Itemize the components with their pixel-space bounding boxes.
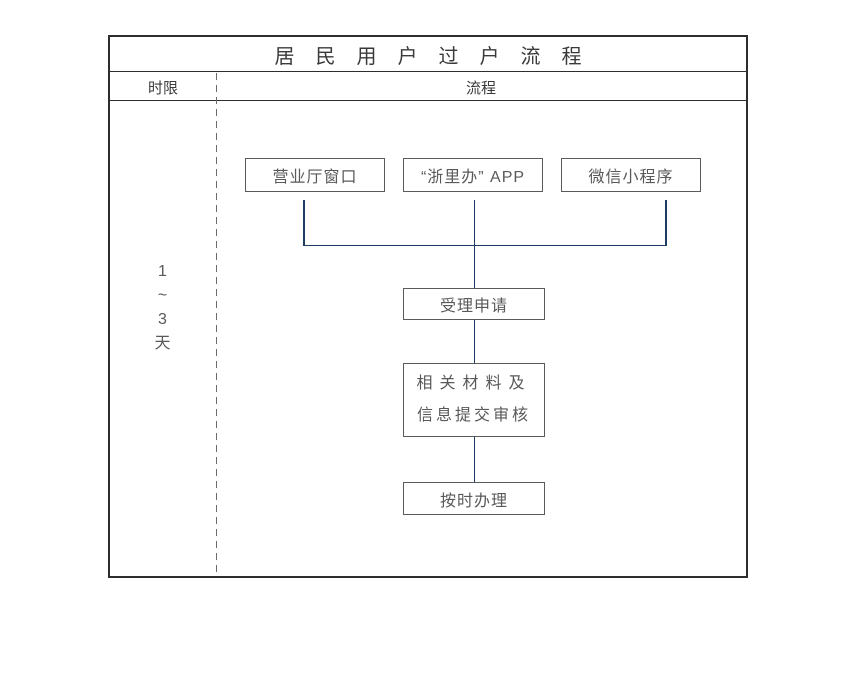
node-label-line1: 相关材料及	[416, 375, 532, 392]
time-limit-line: 3	[158, 311, 168, 328]
column-divider-dashed	[216, 73, 217, 576]
header-cell-time-limit: 时限	[110, 73, 216, 101]
time-limit-line: 天	[154, 335, 172, 352]
node-label: 营业厅窗口	[272, 169, 358, 186]
connector-merge-horizontal	[303, 244, 667, 246]
node-label: 微信小程序	[588, 169, 674, 186]
title-row: 居民用户过户流程	[110, 37, 746, 72]
node-business-hall-window: 营业厅窗口	[245, 158, 385, 192]
node-label: 按时办理	[439, 492, 508, 510]
flowchart-table: 居民用户过户流程 时限 流程 1 ~ 3 天 营业厅窗口 “浙里办” APP	[108, 35, 748, 578]
node-label-line2: 信息提交审核	[416, 407, 531, 424]
process-header-label: 流程	[465, 79, 496, 97]
node-wechat-mini-program: 微信小程序	[561, 158, 701, 192]
node-process-on-time: 按时办理	[403, 482, 545, 515]
diagram-title: 居民用户过户流程	[274, 45, 603, 68]
node-label: 受理申请	[439, 298, 508, 315]
node-accept-application: 受理申请	[403, 288, 545, 320]
node-label: “浙里办” APP	[420, 169, 526, 186]
time-limit-header-label: 时限	[147, 79, 178, 97]
node-zheliban-app: “浙里办” APP	[403, 158, 543, 192]
time-limit-line: 1	[158, 263, 168, 280]
connector-left-vertical	[303, 200, 305, 245]
time-limit-line: ~	[157, 287, 169, 304]
connector-review-to-process	[473, 437, 475, 482]
node-materials-review: 相关材料及 信息提交审核	[403, 363, 545, 437]
header-cell-process: 流程	[216, 73, 746, 101]
connector-accept-to-review	[473, 320, 475, 363]
time-limit-value: 1 ~ 3 天	[110, 260, 216, 356]
header-row: 时限 流程	[110, 73, 746, 101]
connector-middle-vertical	[473, 200, 475, 288]
connector-right-vertical	[665, 200, 667, 245]
